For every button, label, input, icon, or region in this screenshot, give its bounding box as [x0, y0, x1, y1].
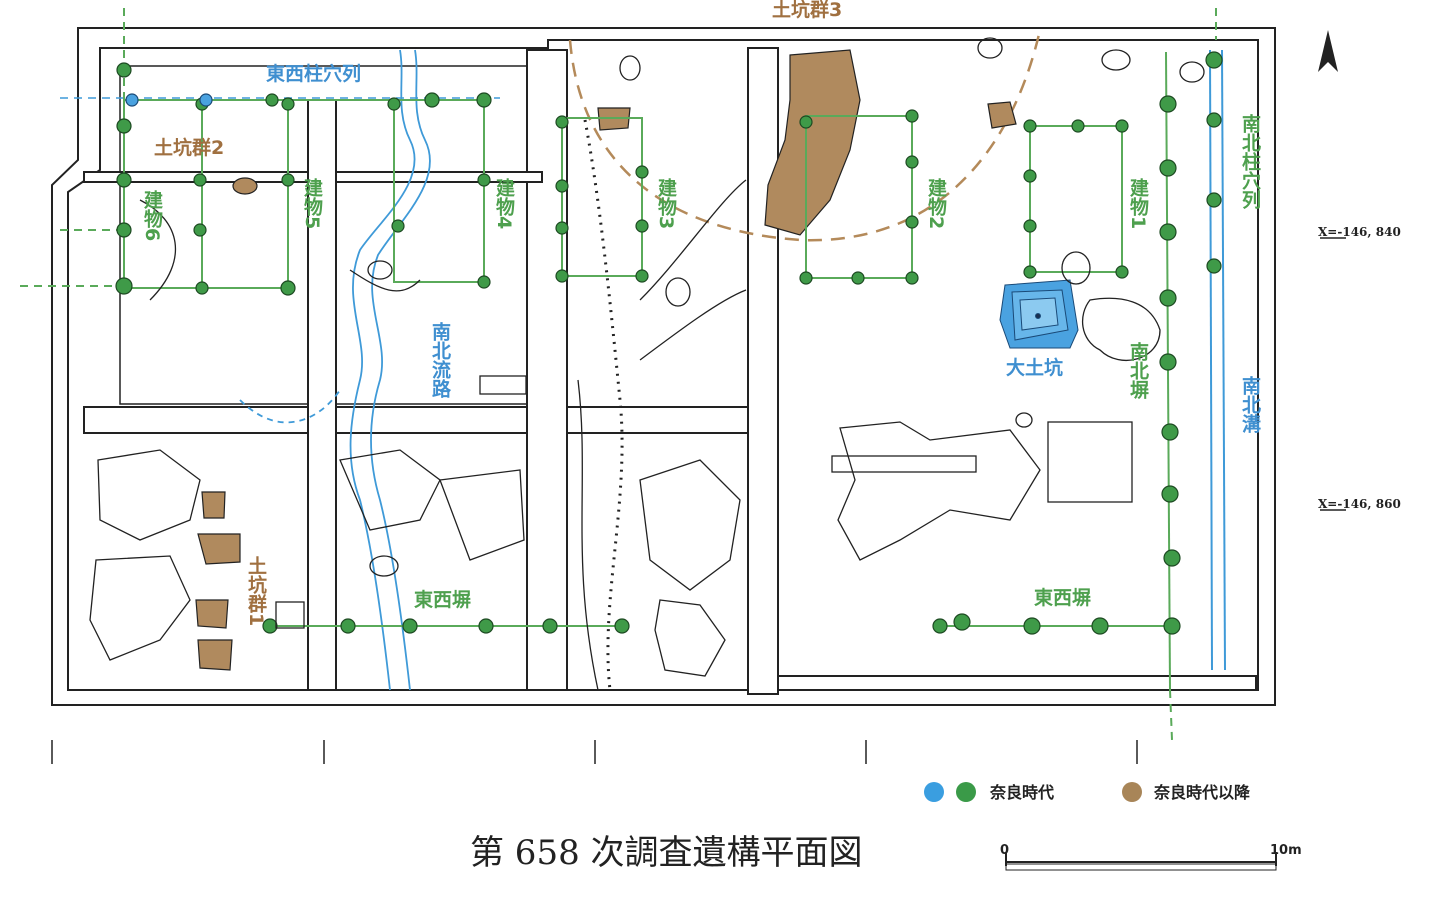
legend-swatch-brown	[1122, 782, 1142, 802]
baulks	[83, 47, 1257, 695]
north-arrow	[1318, 30, 1338, 72]
label-large-pit: 大土坑	[1006, 356, 1063, 379]
blue-post-holes	[125, 93, 213, 107]
coord-label-1: X=-146, 840	[1318, 225, 1401, 239]
label-ns-ditch: 南北溝	[1239, 376, 1261, 434]
legend-label-post-nara: 奈良時代以降	[1153, 783, 1251, 802]
label-building-4: 建物4	[493, 177, 515, 230]
legend-swatch-blue	[924, 782, 944, 802]
map-title: 第 658 次調査遺構平面図	[470, 833, 863, 873]
label-ns-pillar-row: 南北柱穴列	[1239, 114, 1261, 210]
post-holes	[115, 51, 1223, 635]
pit-group-fills	[195, 49, 1017, 671]
scale-end-label: 10m	[1270, 843, 1302, 858]
label-pit-group-3: 土坑群3	[772, 0, 842, 21]
label-ns-stream: 南北流路	[429, 322, 451, 399]
label-ns-fence: 南北塀	[1127, 342, 1149, 400]
label-ew-pillar-row: 東西柱穴列	[266, 62, 361, 85]
label-ew-fence-west: 東西塀	[414, 588, 471, 611]
large-pit-graphic	[999, 279, 1079, 349]
label-building-3: 建物3	[655, 177, 677, 230]
legend-swatch-green	[956, 782, 976, 802]
label-pit-group-2: 土坑群2	[154, 136, 224, 159]
label-building-6: 建物6	[141, 189, 163, 242]
label-building-5: 建物5	[301, 177, 323, 230]
minor-features	[89, 37, 1205, 691]
excavation-outline	[51, 27, 1276, 706]
legend-label-nara: 奈良時代	[989, 783, 1054, 802]
label-building-1: 建物1	[1127, 177, 1149, 230]
building-lines	[20, 8, 1217, 741]
scale-bar: 0 10m	[1000, 843, 1302, 871]
grid-ticks-bottom	[51, 237, 1346, 764]
legend: 奈良時代 奈良時代以降	[924, 782, 1251, 802]
label-pit-group-1: 土坑群1	[245, 556, 268, 627]
pit-group-3-arc	[568, 29, 1042, 242]
label-ew-fence-east: 東西塀	[1034, 586, 1091, 609]
label-building-2: 建物2	[925, 177, 947, 230]
scale-start-label: 0	[1000, 843, 1009, 858]
coord-label-2: X=-146, 860	[1318, 497, 1401, 511]
ns-ditch-lines	[1209, 49, 1226, 671]
